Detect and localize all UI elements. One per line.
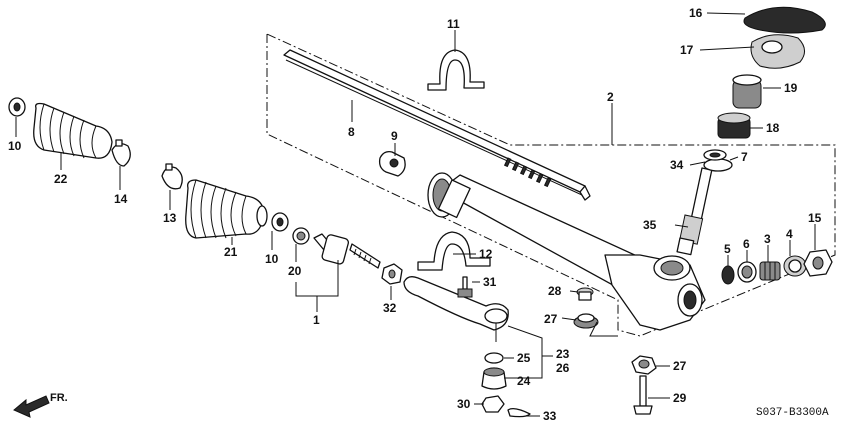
front-arrow-icon bbox=[13, 395, 50, 418]
callout-24: 24 bbox=[517, 374, 531, 388]
gear-housing-part bbox=[427, 172, 706, 331]
boot-band-13 bbox=[161, 163, 183, 190]
steering-shaft-grommet-16 bbox=[743, 6, 826, 34]
lock-washer-20 bbox=[292, 227, 310, 245]
seal-18 bbox=[717, 112, 751, 139]
callout-21: 21 bbox=[224, 245, 238, 259]
boot-band-14 bbox=[111, 139, 131, 167]
tie-rod-boot-21 bbox=[185, 179, 268, 239]
rack-guide-5 bbox=[721, 265, 735, 285]
boot-25 bbox=[484, 352, 504, 364]
callout-4: 4 bbox=[786, 227, 793, 241]
bolt-31 bbox=[457, 276, 473, 298]
tie-rod-part bbox=[313, 233, 381, 269]
callout-8: 8 bbox=[348, 125, 355, 139]
callout-33: 33 bbox=[543, 409, 557, 423]
seal-19 bbox=[732, 74, 762, 109]
nut-27-upper bbox=[573, 313, 599, 329]
callout-labels: 16 11 17 19 2 18 8 9 10 7 34 22 14 13 35… bbox=[8, 6, 822, 423]
callout-11: 11 bbox=[447, 17, 460, 31]
callout-10-right: 10 bbox=[265, 252, 279, 266]
callout-34: 34 bbox=[670, 158, 684, 172]
callout-12: 12 bbox=[479, 247, 493, 261]
front-direction-label: FR. bbox=[50, 392, 68, 404]
ball-joint-boot-24 bbox=[481, 367, 507, 390]
tie-rod-end-part bbox=[403, 276, 509, 342]
mount-cushion-9 bbox=[378, 150, 406, 177]
pinion-seal-stack bbox=[703, 149, 733, 172]
callout-18: 18 bbox=[766, 121, 780, 135]
callout-14: 14 bbox=[114, 192, 128, 206]
callout-10-left: 10 bbox=[8, 139, 22, 153]
callout-27-upper: 27 bbox=[544, 312, 558, 326]
leader-lines bbox=[15, 12, 816, 417]
callout-28: 28 bbox=[548, 284, 562, 298]
rack-guide-screw-4 bbox=[783, 255, 807, 277]
callout-26: 26 bbox=[556, 361, 570, 375]
callout-7: 7 bbox=[741, 150, 748, 164]
callout-27-lower: 27 bbox=[673, 359, 687, 373]
steering-shaft-seal-17 bbox=[750, 34, 805, 69]
callout-2: 2 bbox=[607, 90, 614, 104]
callout-30: 30 bbox=[457, 397, 471, 411]
callout-13: 13 bbox=[163, 211, 177, 225]
mounting-bolt-28 bbox=[576, 287, 594, 301]
castle-nut-30 bbox=[481, 395, 505, 413]
bolt-29 bbox=[633, 375, 653, 415]
tie-rod-boot-22 bbox=[33, 102, 113, 159]
callout-23: 23 bbox=[556, 347, 570, 361]
rack-part bbox=[283, 49, 591, 201]
callout-19: 19 bbox=[784, 81, 798, 95]
dust-seal-10-right bbox=[271, 212, 289, 232]
callout-22: 22 bbox=[54, 172, 68, 186]
callout-16: 16 bbox=[689, 6, 703, 20]
locknut-32 bbox=[381, 263, 403, 285]
mounting-bracket-11 bbox=[427, 49, 485, 91]
front-direction-indicator: FR. bbox=[13, 392, 68, 418]
diagram-code: S037-B3300A bbox=[756, 407, 829, 419]
callout-3: 3 bbox=[764, 232, 771, 246]
rack-guide-spring-3 bbox=[759, 261, 781, 281]
dust-seal-10-left bbox=[8, 97, 26, 117]
assembly-boundary bbox=[266, 33, 836, 337]
callout-20: 20 bbox=[288, 264, 302, 278]
pinion-shaft-part bbox=[676, 167, 713, 256]
nut-27-lower bbox=[631, 355, 657, 375]
callout-5: 5 bbox=[724, 242, 731, 256]
locknut-15 bbox=[803, 249, 833, 277]
callout-15: 15 bbox=[808, 211, 822, 225]
callout-17: 17 bbox=[680, 43, 694, 57]
callout-32: 32 bbox=[383, 301, 397, 315]
callout-29: 29 bbox=[673, 391, 687, 405]
rack-guide-spring-seat-6 bbox=[737, 261, 757, 283]
callout-1: 1 bbox=[313, 313, 320, 327]
mounting-bracket-12 bbox=[417, 231, 491, 271]
callout-9: 9 bbox=[391, 129, 398, 143]
cotter-pin-33 bbox=[507, 408, 531, 418]
callout-35: 35 bbox=[643, 218, 657, 232]
callout-25: 25 bbox=[517, 351, 531, 365]
callout-6: 6 bbox=[743, 237, 750, 251]
callout-31: 31 bbox=[483, 275, 497, 289]
